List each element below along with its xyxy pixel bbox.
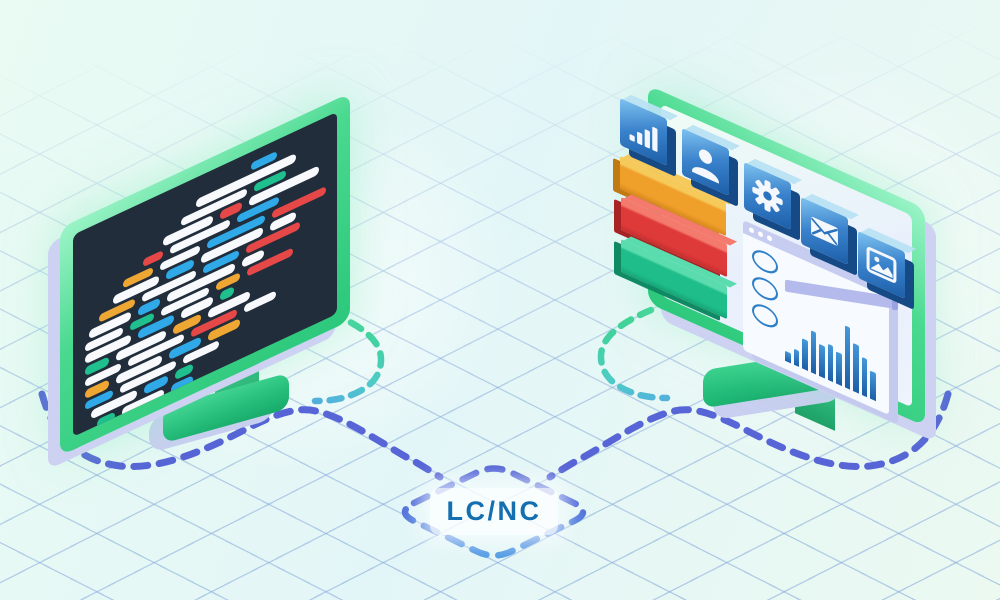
chart-bar: [836, 351, 842, 386]
chart-bar: [853, 342, 859, 394]
list-circle: [752, 246, 778, 278]
chart-bar: [785, 350, 791, 364]
chart-bar: [844, 325, 850, 390]
code-lines: [81, 125, 329, 437]
checklist-circles: [752, 246, 778, 332]
chart-bar: [827, 343, 833, 383]
dashed-path-left: [38, 390, 444, 481]
window-dot: [749, 226, 754, 234]
dashed-curve-right-monitor: [597, 306, 671, 402]
chart-bar: [802, 338, 808, 371]
window-dot: [767, 234, 772, 242]
window-dot: [758, 230, 763, 238]
builder-monitor: [590, 50, 1000, 500]
code-screen: [73, 111, 337, 437]
chart-bar: [793, 348, 799, 367]
chart-bar: [810, 330, 816, 375]
list-circle: [752, 273, 778, 305]
lcnc-diamond-outline: [401, 465, 587, 559]
chart-bar: [819, 343, 825, 379]
chart-bar: [870, 370, 876, 401]
chart-bar: [861, 356, 867, 398]
dashed-path-right: [546, 390, 952, 481]
lcnc-badge: LC/NC: [430, 488, 558, 535]
list-circle: [752, 300, 778, 332]
dashed-curve-left-monitor: [311, 309, 385, 405]
code-monitor: [30, 60, 450, 500]
lcnc-label: LC/NC: [446, 496, 542, 526]
